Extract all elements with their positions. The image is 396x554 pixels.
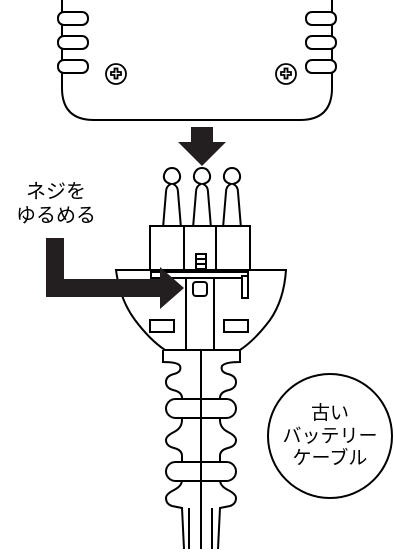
phillips-screw-icon <box>105 63 127 85</box>
down-arrow <box>178 127 226 166</box>
old-cable-line2: バッテリー <box>282 424 378 447</box>
loosen-screw-line2: ゆるめる <box>16 202 96 227</box>
loosen-screw-label: ネジを ゆるめる <box>6 179 106 227</box>
l-shaped-arrow <box>46 238 184 309</box>
old-cable-callout-circle <box>267 373 393 499</box>
old-cable-line1: 古い <box>310 401 349 424</box>
old-cable-label: 古い バッテリー ケーブル <box>266 372 394 500</box>
phillips-screw-icon <box>275 63 297 85</box>
cable <box>162 350 241 550</box>
connector-pins <box>161 166 243 229</box>
battery-housing <box>57 0 337 121</box>
old-cable-line3: ケーブル <box>292 447 368 470</box>
loosen-screw-line1: ネジを <box>26 179 86 203</box>
